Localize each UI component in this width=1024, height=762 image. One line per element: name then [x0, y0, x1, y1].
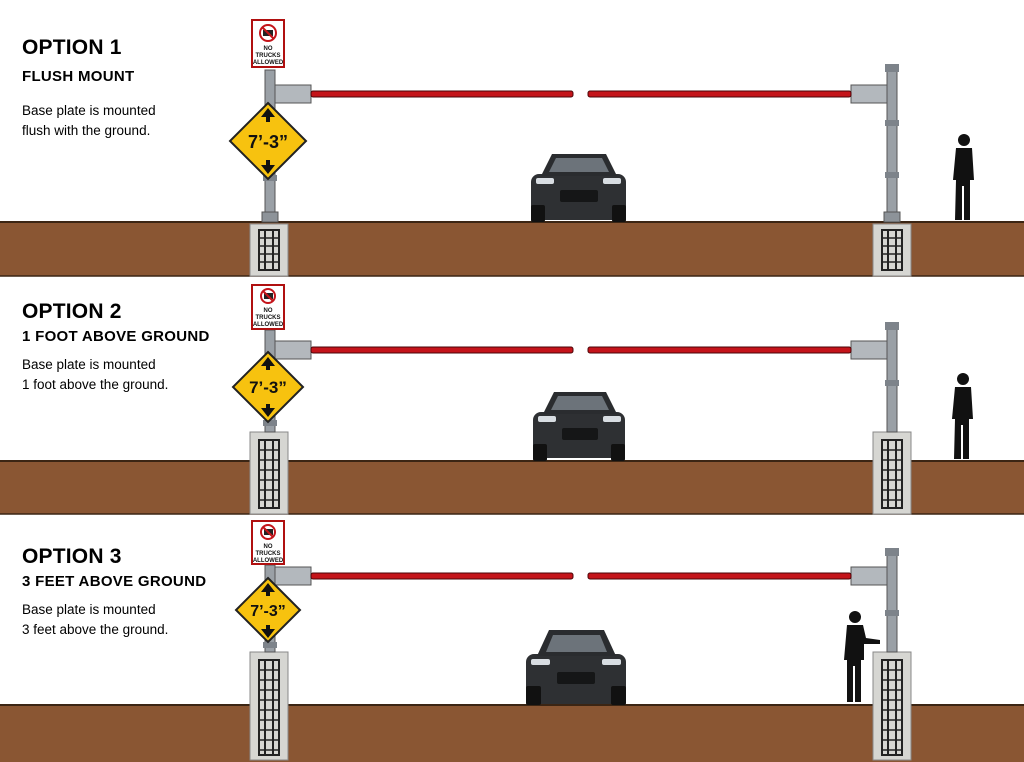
right-post: [850, 322, 899, 433]
option-2-illustration: NO TRUCKS ALLOWED 7’-3”: [0, 284, 1024, 515]
height-sign-text: 7’-3”: [249, 378, 287, 397]
no-trucks-line2: TRUCKS: [256, 315, 281, 321]
ground-strip: [0, 222, 1024, 276]
no-trucks-line1: NO: [264, 46, 273, 52]
clearance-bar: [310, 346, 852, 354]
right-post: [850, 64, 901, 223]
no-trucks-sign-icon: [251, 19, 285, 68]
option-description: Base plate is mounted 3 feet above the g…: [22, 600, 252, 640]
option-1-illustration: NO TRUCKS ALLOWED 7’-3”: [0, 19, 1024, 277]
clearance-bar: [310, 90, 852, 98]
no-trucks-line3: ALLOWED: [253, 322, 284, 328]
height-sign-text: 7’-3”: [248, 132, 288, 152]
option-subtitle: FLUSH MOUNT: [22, 68, 135, 85]
option-title: OPTION 3: [22, 545, 122, 568]
option-3-illustration: NO TRUCKS ALLOWED 7’-3”: [0, 520, 1024, 762]
option-title: OPTION 1: [22, 36, 122, 59]
description-line: Base plate is mounted: [22, 103, 156, 118]
description-line: Base plate is mounted: [22, 602, 156, 617]
no-trucks-line3: ALLOWED: [253, 60, 284, 66]
no-trucks-line2: TRUCKS: [256, 551, 281, 557]
right-post: [850, 548, 899, 653]
person-silhouette-icon: [844, 611, 880, 702]
left-footing: [249, 651, 289, 761]
left-footing: [249, 223, 289, 277]
option-subtitle: 1 FOOT ABOVE GROUND: [22, 328, 210, 345]
clearance-bar: [310, 572, 852, 580]
description-line: 1 foot above the ground.: [22, 377, 169, 392]
person-silhouette-icon: [953, 134, 974, 220]
no-trucks-line3: ALLOWED: [253, 558, 284, 564]
ground-strip: [0, 461, 1024, 514]
height-warning-sign-icon: [234, 576, 302, 644]
person-silhouette-icon: [952, 373, 973, 459]
no-trucks-line1: NO: [264, 544, 273, 550]
car-icon: [526, 630, 626, 705]
option-subtitle: 3 FEET ABOVE GROUND: [22, 573, 207, 590]
right-footing: [872, 651, 912, 761]
no-trucks-sign-icon: [251, 520, 285, 565]
option-description: Base plate is mounted 1 foot above the g…: [22, 355, 252, 395]
right-footing: [872, 223, 912, 277]
no-trucks-line2: TRUCKS: [256, 53, 281, 59]
option-title: OPTION 2: [22, 300, 122, 323]
height-warning-sign-icon: [228, 101, 308, 181]
left-footing: [249, 431, 289, 515]
height-sign-text: 7’-3”: [250, 603, 286, 620]
right-footing: [872, 431, 912, 515]
no-trucks-line1: NO: [264, 308, 273, 314]
description-line: 3 feet above the ground.: [22, 622, 169, 637]
ground-strip: [0, 705, 1024, 762]
description-line: Base plate is mounted: [22, 357, 156, 372]
height-warning-sign-icon: [231, 350, 305, 424]
car-icon: [531, 154, 626, 222]
option-1-panel: NO TRUCKS ALLOWED 7’-3” OPTION 1 FLUSH M…: [0, 0, 1024, 280]
option-2-panel: NO TRUCKS ALLOWED 7’-3” OPTION 2 1 FOOT …: [0, 280, 1024, 520]
option-3-panel: NO TRUCKS ALLOWED 7’-3” OPTION 3 3 FEET …: [0, 520, 1024, 762]
car-icon: [533, 392, 625, 461]
option-description: Base plate is mounted flush with the gro…: [22, 101, 252, 141]
description-line: flush with the ground.: [22, 123, 151, 138]
no-trucks-sign-icon: [251, 284, 285, 330]
